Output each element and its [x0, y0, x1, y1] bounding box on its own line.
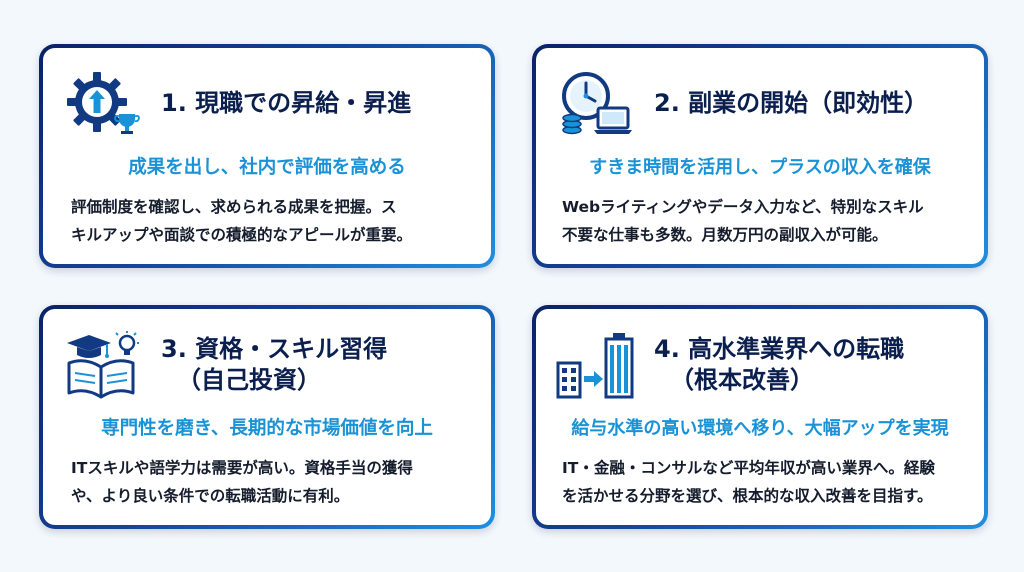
gear-arrow-trophy-icon [67, 72, 140, 134]
description-line: キルアップや面談での積極的なアピールが重要。 [71, 226, 413, 244]
card-title-line: （自己投資） [177, 366, 321, 394]
description-line: ITスキルや語学力は需要が高い。資格手当の獲得 [71, 459, 413, 477]
card-subtitle: 給与水準の高い環境へ移り、大幅アップを実現 [571, 418, 949, 439]
card-title-line: 3. 資格・スキル習得 [161, 335, 388, 363]
card-description: IT・金融・コンサルなど平均年収が高い業界へ。経験 を活かせる分野を選び、根本的… [562, 454, 974, 510]
card-description: Webライティングやデータ入力など、特別なスキル 不要な仕事も多数。月数万円の副… [562, 193, 974, 249]
card-description: ITスキルや語学力は需要が高い。資格手当の獲得 や、より良い条件での転職活動に有… [71, 454, 477, 510]
description-line: を活かせる分野を選び、根本的な収入改善を目指す。 [562, 487, 933, 505]
card-description: 評価制度を確認し、求められる成果を把握。ス キルアップや面談での積極的なアピール… [71, 193, 477, 249]
card-body: 3. 資格・スキル習得 （自己投資） 専門性を磨き、長期的な市場価値を向上 IT… [43, 309, 491, 525]
card-job-change: 4. 高水準業界への転職 （根本改善） 給与水準の高い環境へ移り、大幅アップを実… [532, 305, 988, 529]
card-title: 2. 副業の開始（即効性） [654, 89, 929, 117]
card-body: 4. 高水準業界への転職 （根本改善） 給与水準の高い環境へ移り、大幅アップを実… [536, 309, 984, 525]
description-line: や、より良い条件での転職活動に有利。 [71, 487, 350, 505]
card-title-line: （根本改善） [670, 366, 814, 394]
card-side-job: 2. 副業の開始（即効性） すきま時間を活用し、プラスの収入を確保 Webライテ… [532, 44, 988, 268]
card-body: 2. 副業の開始（即効性） すきま時間を活用し、プラスの収入を確保 Webライテ… [536, 48, 984, 264]
description-line: Webライティングやデータ入力など、特別なスキル [562, 198, 924, 216]
description-line: 不要な仕事も多数。月数万円の副収入が可能。 [562, 226, 888, 244]
description-line: IT・金融・コンサルなど平均年収が高い業界へ。経験 [562, 459, 935, 477]
graduation-book-bulb-icon [67, 331, 139, 399]
card-body: 1. 現職での昇給・昇進 成果を出し、社内で評価を高める 評価制度を確認し、求め… [43, 48, 491, 264]
card-title: 4. 高水準業界への転職 （根本改善） [654, 334, 974, 396]
card-title: 1. 現職での昇給・昇進 [161, 89, 412, 117]
card-title-line: 4. 高水準業界への転職 [654, 335, 905, 363]
card-subtitle: すきま時間を活用し、プラスの収入を確保 [589, 157, 931, 178]
card-subtitle: 専門性を磨き、長期的な市場価値を向上 [101, 418, 433, 439]
card-subtitle: 成果を出し、社内で評価を高める [128, 157, 406, 178]
card-skill-up: 3. 資格・スキル習得 （自己投資） 専門性を磨き、長期的な市場価値を向上 IT… [39, 305, 495, 529]
building-arrow-building-icon [556, 333, 634, 399]
clock-coins-laptop-icon [562, 72, 632, 135]
card-promotion: 1. 現職での昇給・昇進 成果を出し、社内で評価を高める 評価制度を確認し、求め… [39, 44, 495, 268]
card-title: 3. 資格・スキル習得 （自己投資） [161, 334, 481, 396]
description-line: 評価制度を確認し、求められる成果を把握。ス [71, 198, 397, 216]
